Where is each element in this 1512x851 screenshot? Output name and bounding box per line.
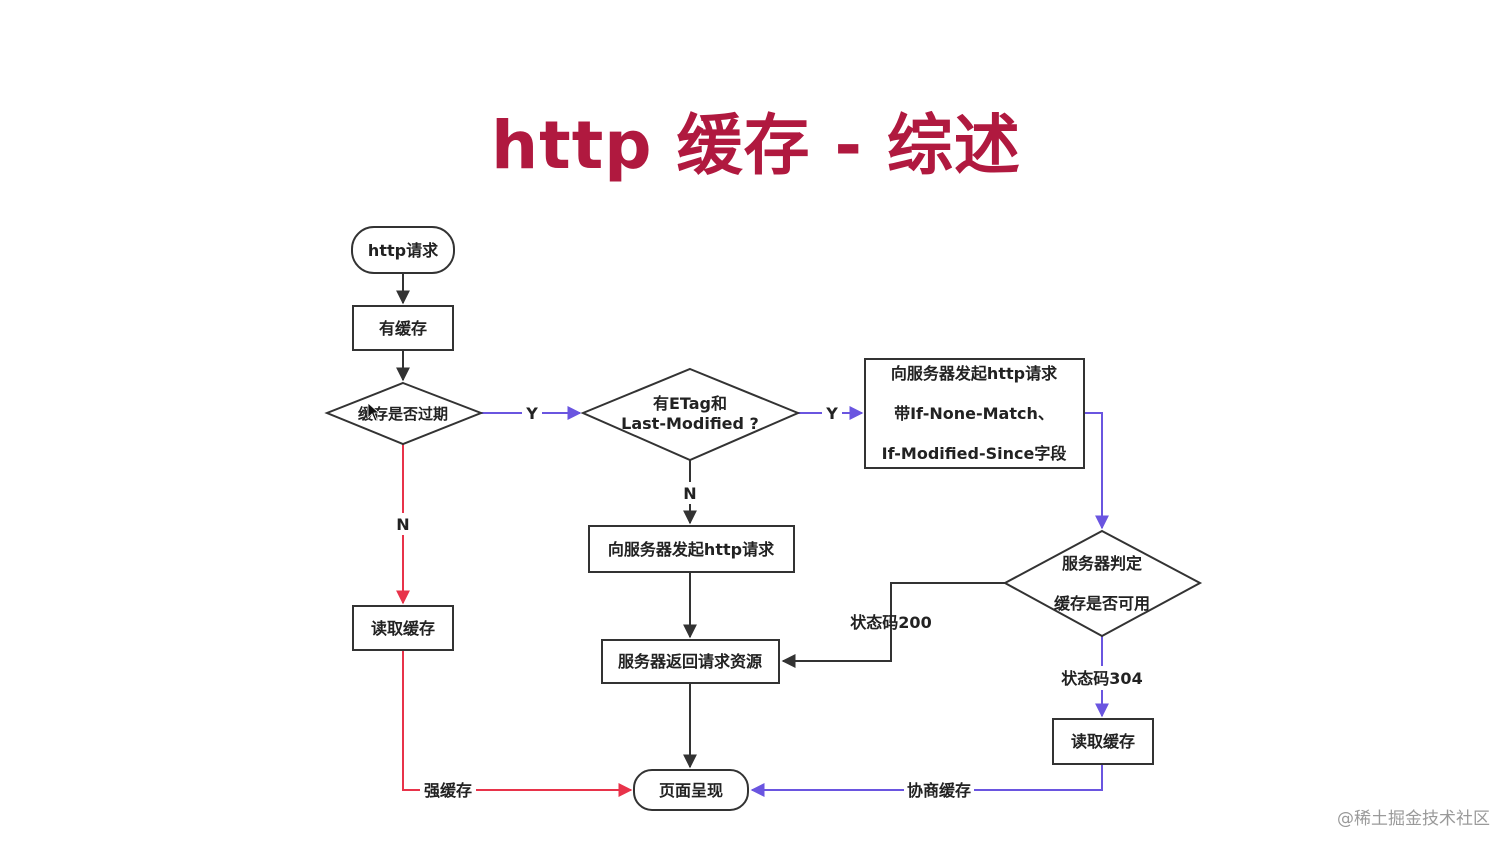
node-page-render-label: 页面呈现: [659, 781, 723, 800]
node-server-judge-line1: 服务器判定: [1062, 554, 1142, 573]
edge-label-yes-1: Y: [525, 404, 538, 423]
node-etag-check: [580, 367, 801, 462]
edge-label-yes-2: Y: [825, 404, 838, 423]
node-http-request-label: http请求: [368, 241, 439, 260]
node-server-return-label: 服务器返回请求资源: [618, 652, 762, 671]
edge-label-status-304: 状态码304: [1061, 669, 1142, 688]
node-send-conditional-line2: 带If-None-Match、: [894, 404, 1054, 423]
node-has-cache-label: 有缓存: [379, 319, 427, 338]
edge-judge-200: [781, 582, 1005, 668]
node-server-return: [601, 639, 780, 684]
edge-label-status-200: 状态码200: [850, 613, 931, 632]
node-cache-expired-label: 缓存是否过期: [358, 405, 448, 423]
node-server-judge-line2: 缓存是否可用: [1053, 594, 1150, 613]
edge-send-to-judge: [1085, 412, 1109, 530]
node-server-judge: [1002, 529, 1203, 638]
page-title: http 缓存 - 综述: [491, 107, 1021, 184]
node-read-cache-negotiated-label: 读取缓存: [1071, 732, 1135, 751]
node-send-conditional: [864, 358, 1085, 469]
node-request-server-label: 向服务器发起http请求: [608, 540, 775, 559]
node-page-render: [633, 769, 749, 811]
mouse-cursor-icon: [367, 402, 381, 422]
node-read-cache-strong-label: 读取缓存: [371, 619, 435, 638]
edge-negotiated-cache: [750, 764, 1103, 797]
node-send-conditional-line1: 向服务器发起http请求: [891, 364, 1058, 383]
edge-label-negotiated-cache: 协商缓存: [907, 781, 971, 800]
edge-label-no-1: N: [396, 515, 409, 534]
node-has-cache: [352, 305, 454, 351]
node-cache-expired: [324, 381, 484, 446]
node-http-request: [351, 226, 455, 274]
node-etag-check-line1: 有ETag和: [653, 394, 727, 413]
edge-label-strong-cache: 强缓存: [424, 781, 472, 800]
edge-label-no-2: N: [683, 484, 696, 503]
node-read-cache-negotiated: [1052, 718, 1154, 765]
node-request-server: [588, 525, 795, 573]
edge-strong-cache: [402, 650, 633, 797]
node-read-cache-strong: [352, 605, 454, 651]
node-etag-check-line2: Last-Modified ?: [621, 414, 759, 433]
node-send-conditional-line3: If-Modified-Since字段: [882, 444, 1068, 463]
watermark: @稀土掘金技术社区: [1337, 809, 1490, 829]
